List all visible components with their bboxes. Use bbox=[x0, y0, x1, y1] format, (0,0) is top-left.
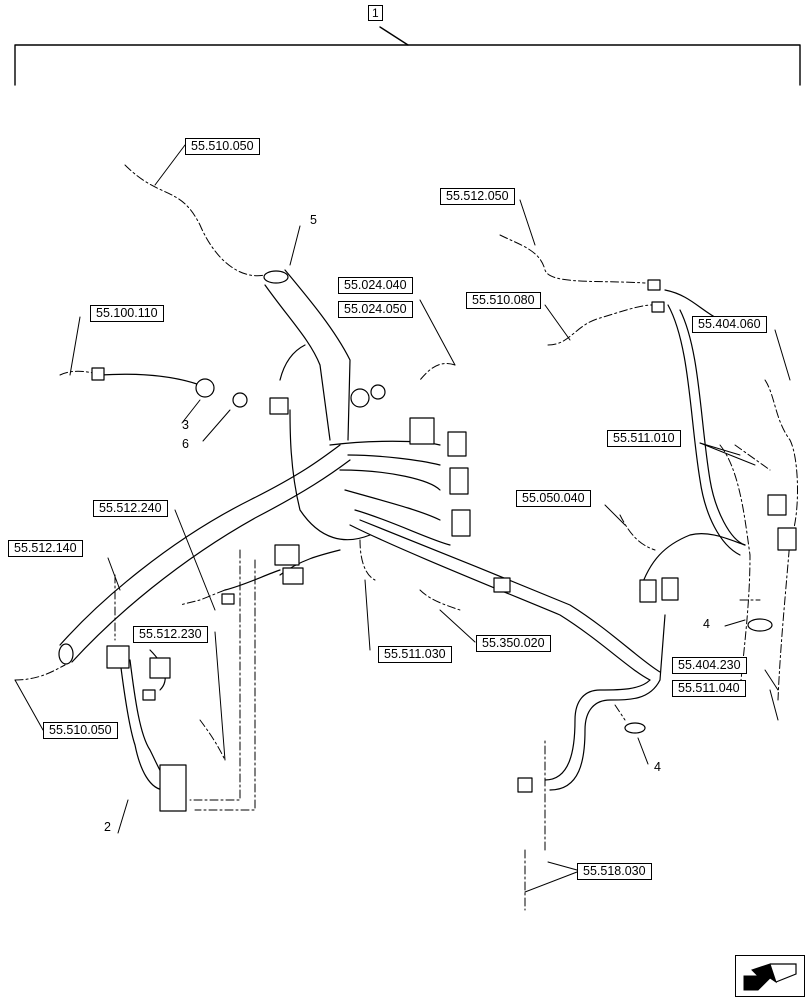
assembly-number-box: 1 bbox=[368, 5, 383, 21]
assembly-bracket bbox=[14, 26, 801, 86]
item-number-4-lower: 4 bbox=[654, 760, 661, 774]
ref-label-55-510-080[interactable]: 55.510.080 bbox=[466, 292, 541, 309]
ref-label-55-511-030[interactable]: 55.511.030 bbox=[378, 646, 452, 663]
ref-label-55-512-230[interactable]: 55.512.230 bbox=[133, 626, 208, 643]
ref-label-55-510-050-bottom[interactable]: 55.510.050 bbox=[43, 722, 118, 739]
item-number-6: 6 bbox=[182, 437, 189, 451]
item-number-4-upper: 4 bbox=[703, 617, 710, 631]
item-number-2: 2 bbox=[104, 820, 111, 834]
ref-label-55-404-060[interactable]: 55.404.060 bbox=[692, 316, 767, 333]
ref-label-55-512-140[interactable]: 55.512.140 bbox=[8, 540, 83, 557]
leader-lines bbox=[14, 144, 791, 893]
item-number-3: 3 bbox=[182, 418, 189, 432]
harness-cables bbox=[58, 269, 746, 791]
ref-label-55-510-050-top[interactable]: 55.510.050 bbox=[185, 138, 260, 155]
ref-label-55-024-040[interactable]: 55.024.040 bbox=[338, 277, 413, 294]
item-number-5: 5 bbox=[310, 213, 317, 227]
ref-label-55-512-050[interactable]: 55.512.050 bbox=[440, 188, 515, 205]
ref-label-55-024-050[interactable]: 55.024.050 bbox=[338, 301, 413, 318]
phantom-lines bbox=[14, 164, 798, 911]
ref-label-55-511-010[interactable]: 55.511.010 bbox=[607, 430, 681, 447]
next-page-arrow-icon[interactable] bbox=[735, 955, 805, 997]
ref-label-55-050-040[interactable]: 55.050.040 bbox=[516, 490, 591, 507]
arrow-glyph-icon bbox=[743, 963, 797, 991]
ref-label-55-404-230[interactable]: 55.404.230 bbox=[672, 657, 747, 674]
ref-label-55-518-030[interactable]: 55.518.030 bbox=[577, 863, 652, 880]
ref-label-55-350-020[interactable]: 55.350.020 bbox=[476, 635, 551, 652]
ref-label-55-511-040[interactable]: 55.511.040 bbox=[672, 680, 746, 697]
ref-label-55-512-240[interactable]: 55.512.240 bbox=[93, 500, 168, 517]
connectors bbox=[91, 279, 797, 812]
ref-label-55-100-110[interactable]: 55.100.110 bbox=[90, 305, 164, 322]
